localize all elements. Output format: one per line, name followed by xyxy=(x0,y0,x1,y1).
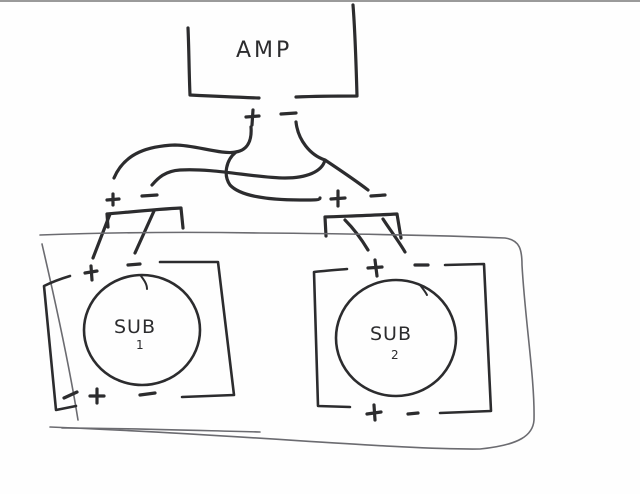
amp-label: AMP xyxy=(236,38,293,63)
right-terminal-cup xyxy=(323,189,407,254)
sub1-bottom-positive-icon xyxy=(88,387,106,405)
sub2-bottom-positive-icon xyxy=(365,403,383,422)
left-cup-negative-icon xyxy=(140,193,159,198)
enclosure-outline xyxy=(39,231,535,450)
sub2-number: 2 xyxy=(391,348,399,362)
paper-top-edge xyxy=(0,0,640,2)
right-cup-positive-icon xyxy=(329,189,347,208)
amp-positive-icon xyxy=(244,108,261,127)
amp-negative-icon xyxy=(279,111,298,116)
sub2-top-positive-icon xyxy=(366,258,384,278)
sub1-top-negative-icon xyxy=(126,262,142,267)
sub2-frame xyxy=(312,258,493,422)
sub2-cone-icon xyxy=(334,278,458,398)
sub2-bottom-negative-icon xyxy=(406,411,420,416)
sub2-label: SUB xyxy=(370,323,413,345)
sub1-frame xyxy=(42,260,236,412)
wire-amp-pos-to-right-pos xyxy=(224,150,322,202)
wire-amp-neg-to-left-neg xyxy=(150,158,327,187)
wires xyxy=(112,120,370,202)
left-cup-positive-icon xyxy=(105,192,121,207)
wire-amp-neg-to-right-neg xyxy=(294,120,370,192)
right-cup-negative-icon xyxy=(369,193,387,198)
sub1-label: SUB xyxy=(114,316,157,338)
sub1-cone-icon xyxy=(82,273,202,387)
amp-box xyxy=(186,3,359,100)
left-terminal-cup xyxy=(91,192,185,260)
amp-terminals xyxy=(244,108,298,127)
sub1-number: 1 xyxy=(136,338,144,352)
sub1-bottom-negative-icon xyxy=(138,391,157,397)
sub1-top-positive-icon xyxy=(83,264,99,282)
wire-amp-pos-to-left-pos xyxy=(112,125,253,180)
